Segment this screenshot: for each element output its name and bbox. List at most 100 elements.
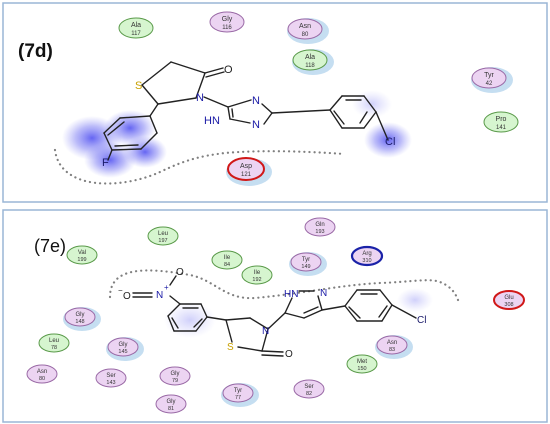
svg-text:Glu: Glu bbox=[504, 295, 513, 301]
svg-text:141: 141 bbox=[496, 125, 507, 131]
atom-nitrogen: N bbox=[252, 95, 260, 107]
atom-sulfur: S bbox=[135, 80, 142, 92]
svg-text:Ala: Ala bbox=[305, 54, 315, 61]
svg-text:118: 118 bbox=[305, 63, 315, 69]
panel-7d-frame bbox=[2, 2, 548, 203]
atom-nitrogen: N bbox=[262, 326, 269, 337]
svg-text:Val: Val bbox=[78, 250, 86, 256]
residue-bubble: Ser 143 bbox=[95, 368, 127, 388]
atom-hn: HN bbox=[204, 115, 220, 127]
svg-text:Arg: Arg bbox=[362, 251, 371, 257]
svg-text:193: 193 bbox=[315, 229, 324, 235]
svg-text:Gly: Gly bbox=[222, 16, 233, 23]
atom-nitro-o: O bbox=[123, 291, 131, 302]
svg-text:81: 81 bbox=[168, 406, 174, 412]
panel-7d-atom-labels: S O N N N HN F Cl bbox=[102, 64, 395, 169]
panel-7d-ligand bbox=[103, 61, 389, 161]
svg-text:Pro: Pro bbox=[496, 116, 507, 123]
residue-bubble: Pro 141 bbox=[483, 111, 519, 133]
residue-bubble: Ala 117 bbox=[118, 17, 154, 39]
atom-nitro-o: O bbox=[176, 267, 184, 278]
residue-bubble: Gly 116 bbox=[209, 11, 245, 33]
atom-nitro-charge: + bbox=[164, 283, 169, 292]
svg-text:116: 116 bbox=[222, 25, 232, 31]
residue-bubble: Ala 118 bbox=[292, 49, 334, 75]
residue-bubble: Gln 193 bbox=[304, 217, 336, 237]
panel-7d-residues: Ala 117 Gly 116 Asn 80 Ala 118 Tyr 42 bbox=[118, 11, 519, 186]
residue-bubble: Met 150 bbox=[346, 354, 378, 374]
panel-7d-contact-glows bbox=[62, 90, 412, 178]
residue-bubble: Leu 78 bbox=[38, 333, 70, 353]
svg-text:150: 150 bbox=[357, 366, 366, 372]
svg-text:149: 149 bbox=[301, 264, 310, 270]
residue-bubble: Tyr 77 bbox=[221, 383, 259, 407]
atom-oxygen: O bbox=[285, 349, 293, 360]
svg-text:Tyr: Tyr bbox=[484, 72, 494, 79]
svg-text:Tyr: Tyr bbox=[234, 388, 242, 394]
svg-text:117: 117 bbox=[131, 31, 141, 37]
svg-text:197: 197 bbox=[158, 238, 167, 244]
svg-text:Ser: Ser bbox=[304, 384, 313, 390]
svg-text:Gly: Gly bbox=[171, 371, 180, 377]
svg-text:121: 121 bbox=[241, 172, 252, 178]
svg-text:Gly: Gly bbox=[119, 342, 128, 348]
svg-text:78: 78 bbox=[51, 345, 57, 351]
atom-nitrogen: N bbox=[252, 119, 260, 131]
residue-bubble: Arg 310 bbox=[350, 245, 384, 267]
svg-text:308: 308 bbox=[504, 302, 513, 308]
svg-text:Ala: Ala bbox=[131, 22, 141, 29]
panel-7e-residues: Gln 193 Leu 197 Val 199 Ile 84 Ile 192 T… bbox=[26, 217, 525, 414]
svg-text:310: 310 bbox=[362, 258, 371, 264]
residue-bubble: Asp 121 bbox=[226, 157, 272, 186]
svg-text:Tyr: Tyr bbox=[302, 257, 310, 263]
atom-nitrogen: N bbox=[320, 288, 327, 299]
svg-text:84: 84 bbox=[224, 262, 230, 268]
panel-7d-label: (7d) bbox=[18, 41, 53, 62]
residue-bubble: Leu 197 bbox=[147, 226, 179, 246]
residue-bubble: Tyr 42 bbox=[471, 67, 513, 93]
svg-text:Ser: Ser bbox=[106, 373, 115, 379]
svg-text:80: 80 bbox=[39, 376, 45, 382]
residue-bubble: Gly 79 bbox=[159, 366, 191, 386]
svg-text:145: 145 bbox=[118, 349, 127, 355]
svg-text:Ile: Ile bbox=[254, 270, 261, 276]
svg-text:42: 42 bbox=[486, 81, 493, 87]
svg-text:Gln: Gln bbox=[315, 222, 324, 228]
residue-bubble: Gly 81 bbox=[155, 394, 187, 414]
panel-7e-ligand bbox=[132, 275, 417, 357]
panel-7e-atom-labels: N + O O − N N HN S O Cl bbox=[118, 267, 426, 360]
residue-bubble: Gly 148 bbox=[63, 307, 101, 331]
residue-bubble: Asn 80 bbox=[287, 18, 329, 44]
svg-text:Gly: Gly bbox=[167, 399, 176, 405]
residue-bubble: Gly 145 bbox=[106, 337, 144, 361]
residue-bubble: Glu 308 bbox=[493, 290, 525, 310]
svg-text:Met: Met bbox=[357, 359, 367, 365]
atom-nitro-n: N bbox=[156, 290, 163, 301]
svg-text:Ile: Ile bbox=[224, 255, 231, 261]
atom-chlorine: Cl bbox=[417, 315, 426, 326]
svg-text:Asn: Asn bbox=[387, 340, 397, 346]
svg-text:192: 192 bbox=[252, 277, 261, 283]
svg-text:79: 79 bbox=[172, 378, 178, 384]
atom-nitrogen: N bbox=[196, 92, 204, 104]
svg-text:143: 143 bbox=[106, 380, 115, 386]
atom-hn: HN bbox=[284, 289, 298, 300]
svg-text:82: 82 bbox=[306, 391, 312, 397]
svg-text:83: 83 bbox=[389, 347, 395, 353]
residue-bubble: Asn 80 bbox=[26, 364, 58, 384]
svg-text:Leu: Leu bbox=[49, 338, 59, 344]
panel-7d-pocket-outline bbox=[53, 148, 347, 185]
atom-fluorine: F bbox=[102, 157, 109, 169]
residue-bubble: Ile 192 bbox=[241, 265, 273, 285]
atom-oxygen: O bbox=[224, 64, 233, 76]
atom-nitro-minus: − bbox=[118, 286, 123, 295]
svg-text:77: 77 bbox=[235, 395, 241, 401]
residue-bubble: Ser 82 bbox=[293, 379, 325, 399]
panel-7e-pocket-outline bbox=[108, 269, 460, 302]
svg-text:199: 199 bbox=[77, 257, 86, 263]
svg-text:Gly: Gly bbox=[76, 312, 85, 318]
svg-text:Asp: Asp bbox=[240, 163, 252, 170]
panel-7e-contact-glows bbox=[164, 288, 433, 338]
atom-sulfur: S bbox=[227, 342, 234, 353]
